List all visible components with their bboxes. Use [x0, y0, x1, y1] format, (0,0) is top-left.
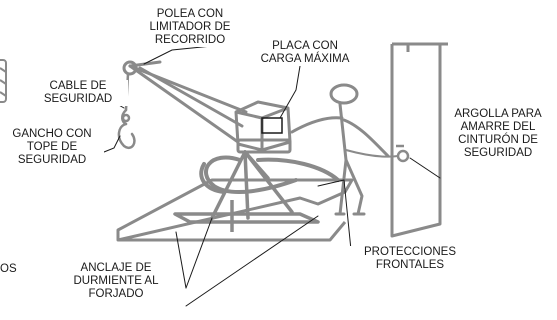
harness-line [345, 149, 399, 158]
label-anclaje: ANCLAJE DE DURMIENTE AL FORJADO [60, 262, 172, 301]
label-gancho: GANCHO CON TOPE DE SEGURIDAD [0, 128, 104, 167]
handle-rails [199, 155, 340, 194]
label-protecciones: PROTECCIONES FRONTALES [350, 246, 470, 272]
label-cable: CABLE DE SEGURIDAD [28, 80, 128, 106]
left-edge-fragment [0, 59, 7, 103]
column [390, 42, 448, 238]
tripod-legs [208, 150, 294, 224]
sleeper-base [173, 200, 320, 232]
pulley [122, 60, 138, 76]
label-argolla: ARGOLLA PARA AMARRE DEL CINTURÓN DE SEGU… [442, 108, 554, 160]
label-left-fragment: OS [0, 263, 24, 276]
load-plate [261, 117, 283, 134]
jib-arm [128, 60, 248, 144]
label-placa: PLACA CON CARGA MÁXIMA [250, 40, 360, 66]
label-polea: POLEA CON LIMITADOR DE RECORRIDO [140, 8, 240, 47]
worker-figure [290, 83, 390, 216]
floor-slab [116, 178, 354, 242]
anchor-ring [396, 144, 410, 163]
leader-lines [103, 43, 441, 307]
